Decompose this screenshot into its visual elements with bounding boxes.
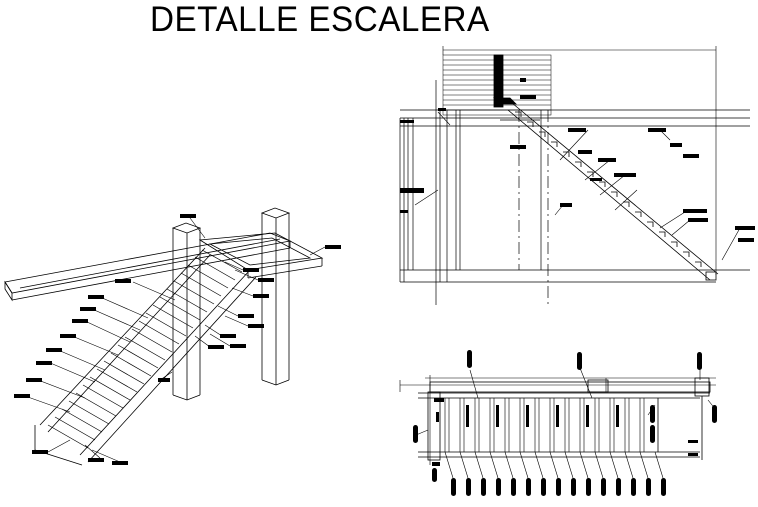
plan-treads	[444, 398, 645, 452]
iso-column-left	[171, 222, 202, 401]
iso-stringers	[34, 247, 257, 466]
plan-outline	[418, 377, 711, 461]
elevation-slab	[400, 109, 750, 127]
iso-beam	[4, 232, 292, 302]
elevation-post-foot	[493, 97, 517, 105]
iso-leaders	[24, 217, 326, 463]
iso-landing	[198, 232, 324, 279]
drawing-title: DETALLE ESCALERA	[150, 0, 490, 39]
plan-callouts	[413, 350, 717, 496]
plan-view	[399, 350, 717, 496]
elevation-stair	[507, 102, 719, 281]
plan-tread-marks	[432, 398, 698, 466]
isometric-view	[4, 207, 341, 466]
plan-leaders	[415, 367, 717, 479]
plan-dimensions	[399, 375, 716, 465]
elevation-tags	[400, 78, 755, 242]
elevation-post	[493, 54, 504, 108]
elevation-top-dimension	[442, 46, 717, 275]
elevation-columns	[399, 80, 750, 305]
elevation-leaders	[414, 111, 741, 261]
iso-tags	[14, 214, 341, 465]
elevation-view	[399, 46, 755, 305]
iso-treads	[47, 249, 243, 449]
